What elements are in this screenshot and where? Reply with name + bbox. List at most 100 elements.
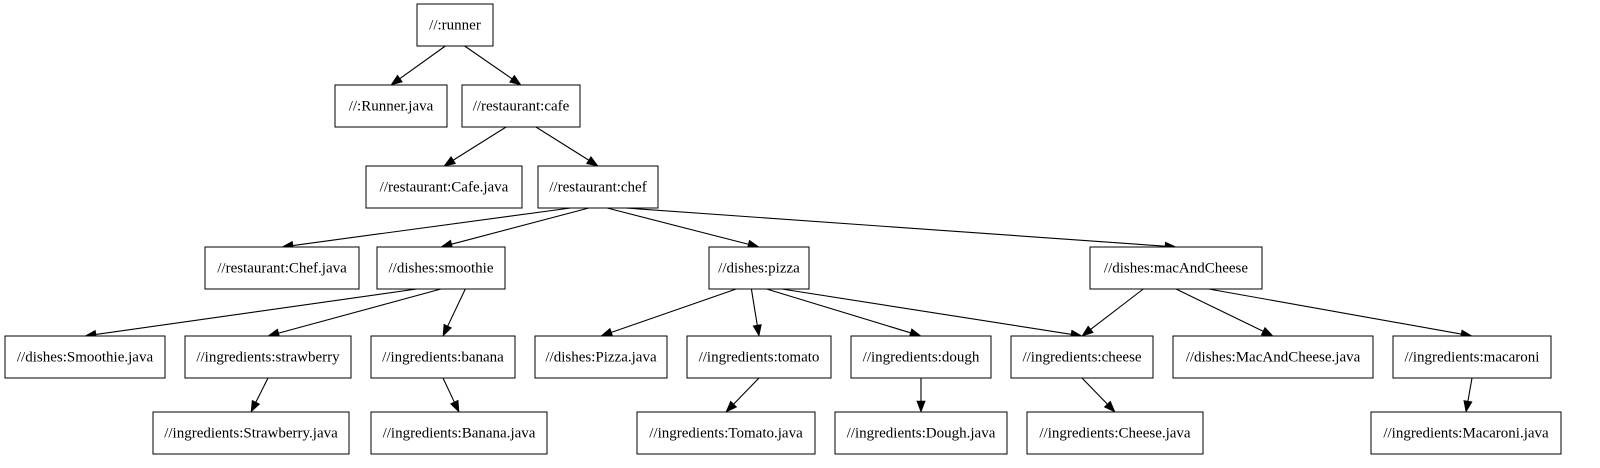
graph-node-ing_macaroni_java[interactable]: //ingredients:Macaroni.java [1370, 411, 1562, 455]
graph-node-dishes_macandcheese[interactable]: //dishes:macAndCheese [1089, 246, 1263, 290]
node-box[interactable] [334, 84, 448, 128]
graph-node-ing_strawberry_java[interactable]: //ingredients:Strawberry.java [152, 411, 350, 455]
node-box[interactable] [850, 335, 992, 379]
node-box[interactable] [370, 335, 516, 379]
graph-node-dishes_pizza_java[interactable]: //dishes:Pizza.java [534, 335, 668, 379]
node-label: //ingredients:dough [863, 349, 980, 365]
graph-node-ing_cheese[interactable]: //ingredients:cheese [1010, 335, 1154, 379]
node-box[interactable] [376, 246, 506, 290]
edge-arrowhead [725, 400, 738, 413]
graph-node-restaurant_cafe_java[interactable]: //restaurant:Cafe.java [365, 165, 523, 209]
edge-line [1090, 288, 1144, 330]
node-box[interactable] [365, 165, 523, 209]
edge-line [95, 288, 417, 336]
node-label: //restaurant:chef [549, 179, 646, 195]
node-label: //:runner [429, 17, 481, 33]
graph-node-ing_strawberry[interactable]: //ingredients:strawberry [184, 335, 352, 379]
edge-arrowhead [1081, 325, 1094, 337]
node-label: //restaurant:Chef.java [217, 260, 347, 276]
node-label: //ingredients:Tomato.java [649, 425, 803, 441]
edge-line [781, 288, 1072, 335]
node-label: //ingredients:Dough.java [847, 425, 996, 441]
node-box[interactable] [534, 335, 668, 379]
node-label: //ingredients:cheese [1022, 349, 1141, 365]
node-box[interactable] [834, 411, 1008, 455]
node-label: //dishes:macAndCheese [1104, 260, 1248, 276]
node-label: //dishes:Smoothie.java [17, 349, 154, 365]
edge-arrowhead [585, 156, 599, 167]
edge-line [625, 207, 1166, 247]
node-box[interactable] [184, 335, 352, 379]
node-box[interactable] [4, 335, 166, 379]
edge-line [278, 288, 442, 334]
edge-line [447, 288, 466, 327]
edge-arrowhead [1260, 326, 1274, 337]
node-box[interactable] [636, 411, 816, 455]
graph-node-ing_dough_java[interactable]: //ingredients:Dough.java [834, 411, 1008, 455]
node-box[interactable] [370, 411, 548, 455]
edge-line [766, 288, 911, 334]
node-box[interactable] [152, 411, 350, 455]
node-box[interactable] [1010, 335, 1154, 379]
node-box[interactable] [1089, 246, 1263, 290]
edge-line [750, 288, 758, 326]
node-box[interactable] [416, 3, 494, 47]
graph-node-dishes_smoothie[interactable]: //dishes:smoothie [376, 246, 506, 290]
edge-arrowhead [449, 399, 460, 413]
node-box[interactable] [1026, 411, 1204, 455]
node-label: //ingredients:tomato [699, 349, 820, 365]
edge-arrowhead [1463, 400, 1473, 413]
graph-node-runner_java[interactable]: //:Runner.java [334, 84, 448, 128]
edge-line [733, 377, 760, 405]
graph-node-ing_tomato[interactable]: //ingredients:tomato [686, 335, 832, 379]
edge-arrowhead [1103, 400, 1116, 413]
graph-node-ing_tomato_java[interactable]: //ingredients:Tomato.java [636, 411, 816, 455]
edge-arrowhead [250, 399, 261, 413]
graph-node-ing_cheese_java[interactable]: //ingredients:Cheese.java [1026, 411, 1204, 455]
graph-node-dishes_macandcheese_java[interactable]: //dishes:MacAndCheese.java [1172, 335, 1374, 379]
edge-line [1081, 377, 1108, 405]
edge-line [535, 126, 589, 161]
graph-node-ing_macaroni[interactable]: //ingredients:macaroni [1392, 335, 1552, 379]
node-layer: //:runner //:Runner.java //restaurant:cafe… [4, 3, 1562, 455]
node-label: //ingredients:Macaroni.java [1383, 425, 1549, 441]
edge-line [1208, 288, 1462, 335]
graph-node-restaurant_chef_java[interactable]: //restaurant:Chef.java [204, 246, 360, 290]
node-label: //dishes:MacAndCheese.java [1186, 349, 1361, 365]
node-label: //ingredients:Banana.java [383, 425, 536, 441]
edge-line [442, 377, 455, 403]
graph-node-ing_banana[interactable]: //ingredients:banana [370, 335, 516, 379]
graph-node-ing_dough[interactable]: //ingredients:dough [850, 335, 992, 379]
graph-node-restaurant_chef[interactable]: //restaurant:chef [537, 165, 659, 209]
node-box[interactable] [537, 165, 659, 209]
edge-line [611, 288, 737, 333]
edge-line [606, 207, 749, 245]
edge-line [1175, 288, 1264, 332]
node-box[interactable] [708, 246, 810, 290]
edge-line [1467, 377, 1473, 402]
graph-node-runner[interactable]: //:runner [416, 3, 494, 47]
node-label: //restaurant:cafe [473, 98, 570, 114]
edge-arrowhead [916, 400, 926, 413]
edge-arrowhead [600, 327, 614, 337]
edge-arrowhead [443, 156, 457, 167]
graph-node-restaurant_cafe[interactable]: //restaurant:cafe [461, 84, 581, 128]
node-label: //dishes:Pizza.java [545, 349, 657, 365]
node-box[interactable] [1172, 335, 1374, 379]
graph-node-ing_banana_java[interactable]: //ingredients:Banana.java [370, 411, 548, 455]
edge-arrowhead [509, 74, 522, 86]
node-box[interactable] [686, 335, 832, 379]
node-label: //dishes:smoothie [389, 260, 494, 276]
node-box[interactable] [204, 246, 360, 290]
node-label: //:Runner.java [349, 98, 434, 114]
edge-arrowhead [390, 74, 403, 86]
graph-node-dishes_smoothie_java[interactable]: //dishes:Smoothie.java [4, 335, 166, 379]
edge-line [255, 377, 269, 403]
graph-node-dishes_pizza[interactable]: //dishes:pizza [708, 246, 810, 290]
node-box[interactable] [1392, 335, 1552, 379]
node-label: //ingredients:banana [382, 349, 504, 365]
node-box[interactable] [461, 84, 581, 128]
node-box[interactable] [1370, 411, 1562, 455]
